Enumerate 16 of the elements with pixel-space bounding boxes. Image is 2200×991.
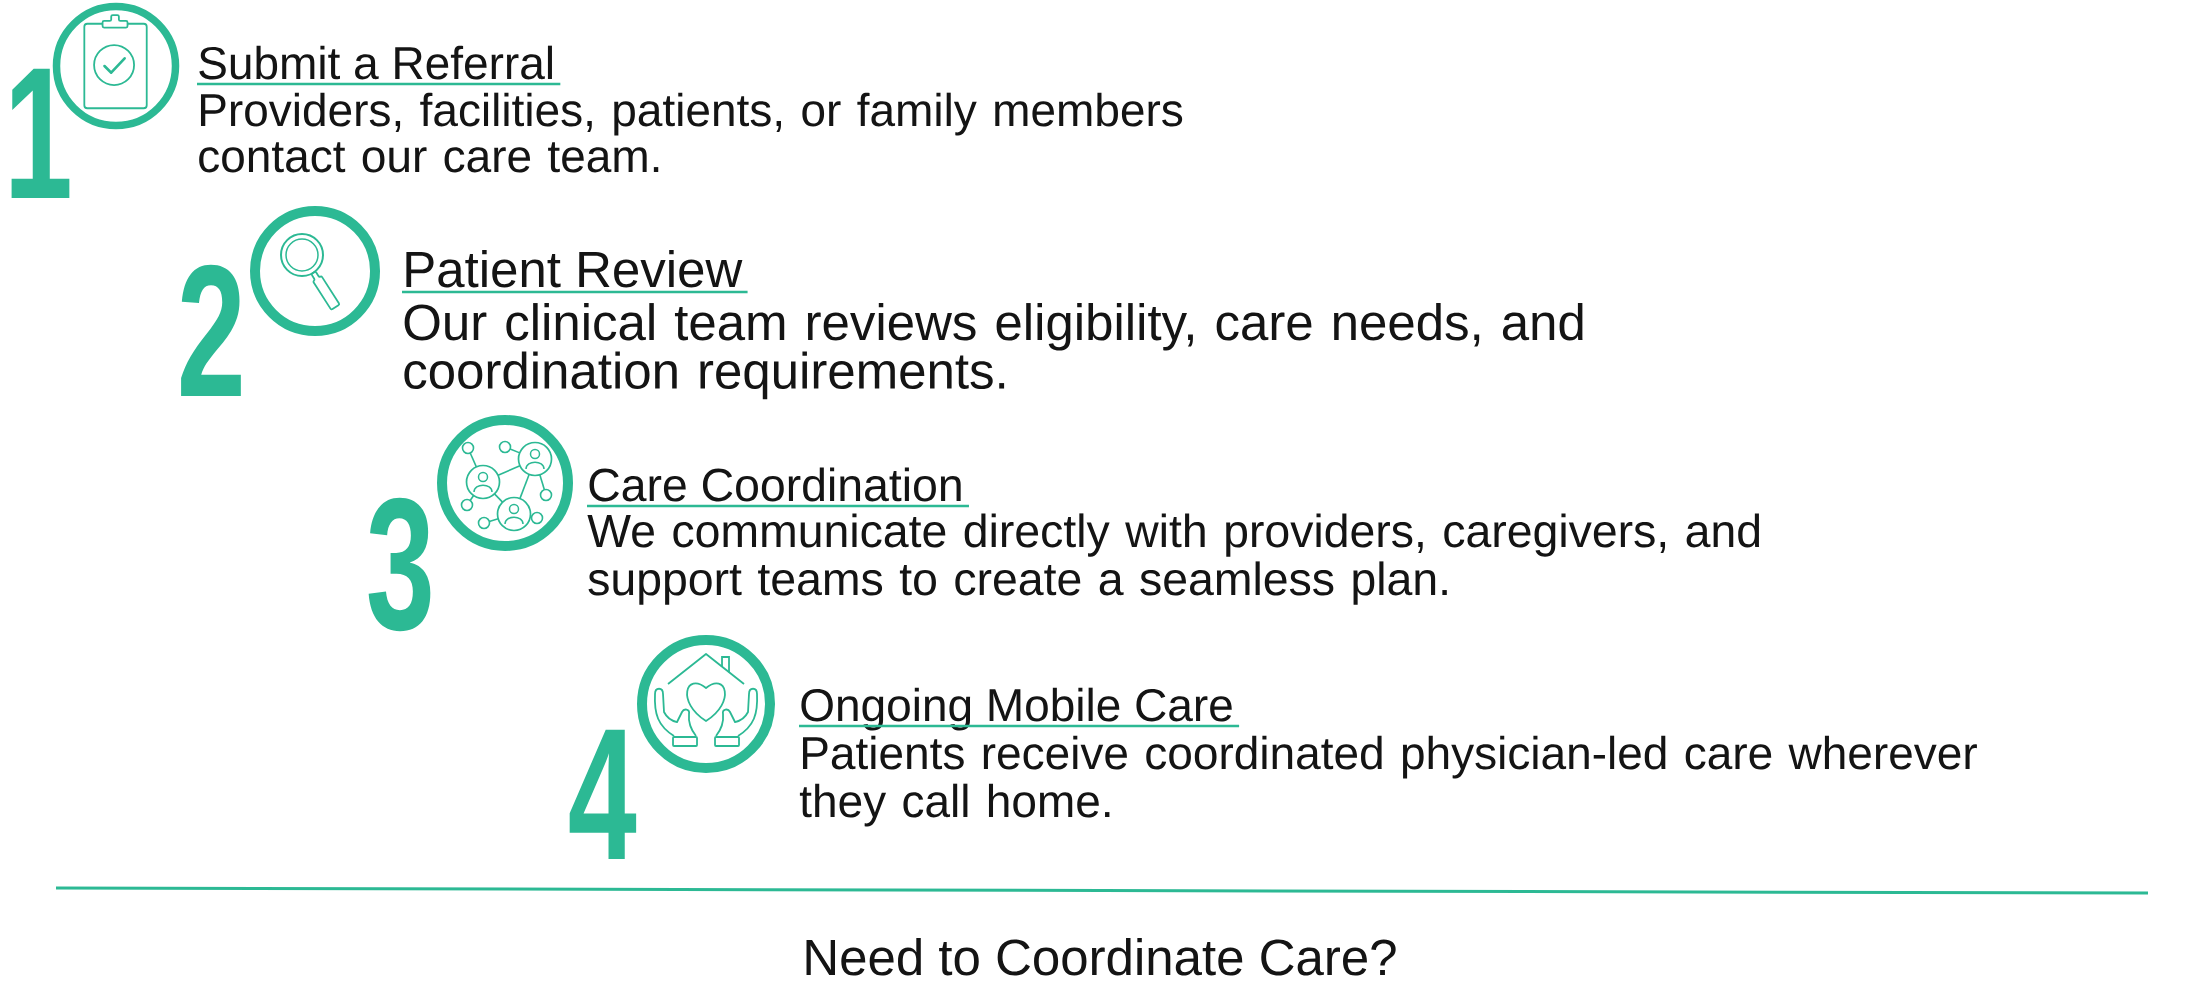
step-heading: Ongoing Mobile Care bbox=[799, 687, 1240, 731]
step-description: We communicate directly with providers, caregivers, and support teams to create a seamless plan. bbox=[587, 513, 1760, 605]
step-circle bbox=[437, 415, 573, 551]
step-heading: Submit a Referral bbox=[197, 45, 561, 86]
step-description: Our clinical team reviews eligibility, care needs, and coordination requirements. bbox=[404, 303, 1583, 400]
step-circle bbox=[637, 635, 775, 773]
step-number: 3 bbox=[368, 497, 431, 632]
step-description: Providers, facilities, patients, or family members contact our care team. bbox=[199, 92, 1183, 173]
step-circle bbox=[250, 206, 380, 336]
cta-heading: Need to Coordinate Care? bbox=[806, 938, 1396, 976]
step-number: 1 bbox=[11, 68, 70, 198]
step-heading: Care Coordination bbox=[587, 467, 969, 508]
step-number: 2 bbox=[181, 264, 241, 396]
step-heading: Patient Review bbox=[402, 250, 748, 294]
step-number: 4 bbox=[569, 729, 637, 859]
step-description: Patients receive coordinated physician-led care wherever they call home. bbox=[799, 735, 1977, 827]
